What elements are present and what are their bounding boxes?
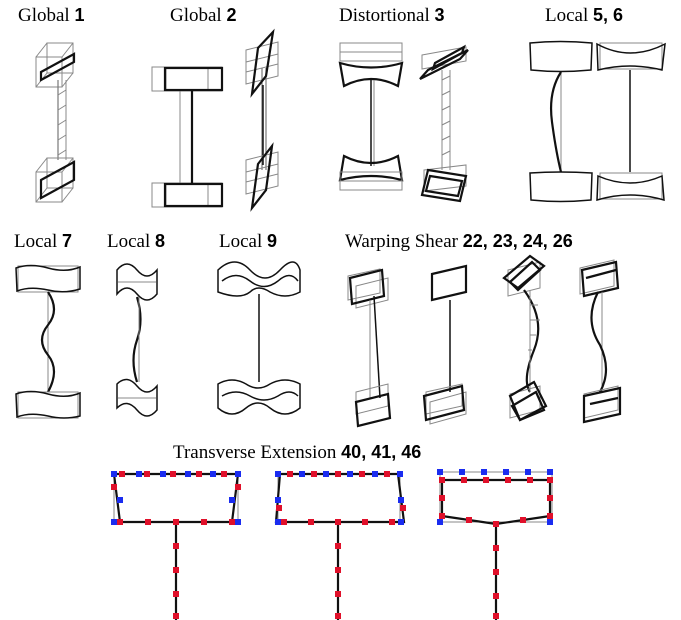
nodes-red-40	[111, 471, 241, 619]
nodes-blue-40	[111, 471, 241, 525]
mode-transverse-41	[274, 471, 406, 620]
nodes-blue-46	[437, 469, 553, 525]
mode-global-2	[151, 66, 224, 208]
mode-transverse-40	[111, 471, 241, 620]
mode-warping-22	[347, 268, 392, 428]
nodes-red-46	[439, 477, 553, 619]
mode-local-8	[116, 263, 158, 417]
label-local-7: Local 7	[14, 231, 73, 252]
mode-warping-24	[502, 254, 548, 422]
mode-distortional-3-side	[419, 44, 469, 203]
mode-warping-26	[579, 259, 622, 424]
mode-local-9	[217, 261, 301, 415]
mode-local-6	[596, 42, 666, 202]
label-transverse-extension: Transverse Extension 40, 41, 46	[173, 442, 422, 463]
nodes-blue-41	[275, 471, 404, 525]
mode-global-1	[35, 42, 76, 203]
label-warping-shear: Warping Shear 22, 23, 24, 26	[345, 231, 573, 252]
nodes-red-41	[276, 471, 406, 619]
mode-local-7	[15, 264, 81, 419]
label-distortional-3: Distortional 3	[339, 5, 445, 26]
label-local-9: Local 9	[219, 231, 278, 252]
label-global-1: Global 1	[18, 5, 85, 26]
label-global-2: Global 2	[170, 5, 237, 26]
mode-transverse-46	[437, 469, 553, 620]
label-local-8: Local 8	[107, 231, 166, 252]
mode-distortional-3	[338, 42, 404, 191]
mode-local-5	[529, 40, 593, 203]
label-local-5-6: Local 5, 6	[545, 5, 624, 26]
mode-warping-23	[422, 264, 468, 425]
mode-global-2-side	[245, 28, 279, 212]
